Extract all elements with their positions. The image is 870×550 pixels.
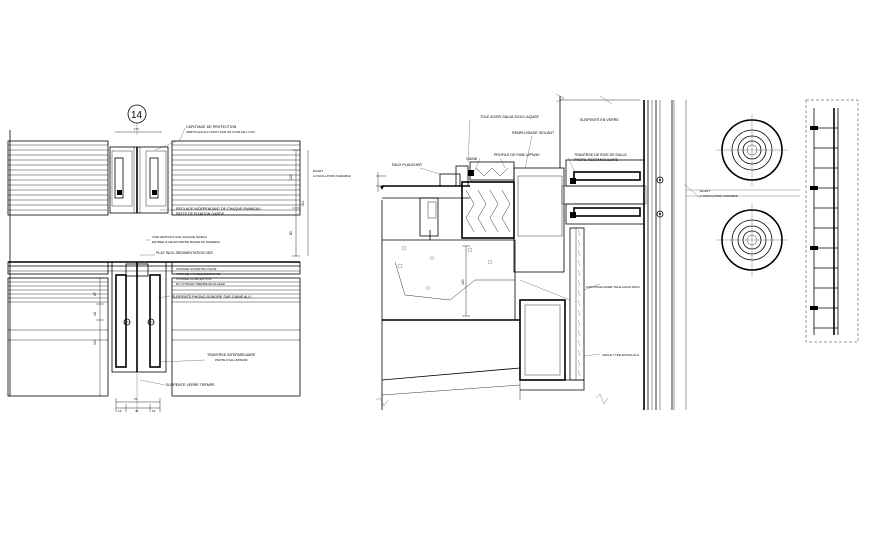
- label-gaine: GAINE: [466, 157, 478, 161]
- label-ecart-left: ECART: [313, 169, 323, 173]
- label-patte: PATTE DE FIXATION GARDE: [176, 212, 225, 216]
- label-vitrage-stadip: VITRAGE STADIP 88-2 SGNF: [176, 267, 217, 271]
- dim-v2: 16: [93, 312, 97, 316]
- break-line-left: [375, 397, 389, 407]
- label-entree: ENTREE D'AIR EN PARTIE BASSE DU PANNEAU: [152, 240, 220, 244]
- lower-capotage: [519, 227, 585, 400]
- label-angle: ANGLE TYPE ADVIGA ALU: [602, 353, 639, 357]
- label-tole: TOLE ACIER GALVA 20/10 LAQUEE: [480, 115, 540, 119]
- label-profil-rect: PROFIL RECTANGULAIRE: [574, 158, 619, 162]
- ladder-elevation: [805, 99, 859, 343]
- dim-bottom-total: 70: [134, 397, 138, 401]
- left-leaders: [139, 127, 206, 386]
- dim-total: 911: [301, 200, 305, 206]
- right-dimension-chain: 120 80 911: [289, 149, 309, 257]
- label-suspente-verre: SUSPENTE VERRE TREMPE: [166, 383, 215, 387]
- transom-frame: [513, 159, 647, 273]
- label-ecart-left-sub: A OSCILLATION VARIABLE: [313, 174, 351, 178]
- right-lower-panel: [171, 277, 301, 397]
- left-section-detail: 14 171: [7, 104, 351, 413]
- right-upper-panel: [171, 140, 301, 216]
- label-reglage: REGLAGE INDEPENDANT DE CHAQUE PANNEAU: [176, 207, 261, 211]
- label-traverse-rive: TRAVERSE DE RIVE DE DALLE: [574, 153, 627, 157]
- label-suspente-phono: SUSPENTE PHONO-SONORE SUR GAINE ALU: [172, 295, 251, 299]
- label-capotage-sub: VERTICALE DU CAPOT SUR UN COTE DE L'OUV.: [186, 130, 256, 134]
- dim-h2: 80: [289, 231, 293, 235]
- label-vitrage-clair: VITRAGE CLAIR ep=?mm: [176, 277, 212, 281]
- middle-section-detail: 120 TOLE ACIER GALVA 20/10 LAQUEE FAUX P…: [375, 93, 738, 410]
- insulation-block: [461, 161, 515, 239]
- dim-b1: 13: [118, 409, 122, 413]
- left-dimension-chain: 27 16 110: [93, 277, 104, 396]
- middle-leaders: [419, 119, 701, 357]
- glass-wall: [643, 100, 675, 410]
- upper-mullion: [109, 146, 169, 214]
- dim-v1: 27: [93, 292, 97, 296]
- label-ecart-mid: ECART: [700, 189, 710, 193]
- label-profile-pliee: PROFILE DE FIME U/PN/40: [494, 153, 540, 157]
- label-faux-plancher: FAUX PLANCHER: [392, 163, 422, 167]
- right-elevation-detail: [686, 99, 859, 343]
- dim-v3: 110: [93, 339, 97, 345]
- top-structure: [555, 93, 687, 410]
- label-plat: PLAT INOX-SEDIMENTATION VED: [156, 251, 213, 255]
- label-traverse-sub: PORTE D'ALLUMINIUM: [215, 358, 248, 362]
- label-remplissage: REMPLISSAGE ISOLANT: [512, 131, 555, 135]
- label-vise: VISE VENTOUS SUR CHAQUE NIVEAU: [152, 235, 207, 239]
- label-traverse: TRAVERSE INTERMEDIAIRE: [207, 353, 256, 357]
- label-vitrage-stadip2: VITRAGE A FAIBLE EMISSIVITE: [176, 272, 220, 276]
- left-lower-panel: [7, 277, 109, 397]
- bottom-dimension-chain: 70 13 45 13: [115, 372, 161, 413]
- dim-b2: 45: [135, 409, 139, 413]
- label-vitrage-clair2: DU VITRAGE TREMPE EN ALLEGE: [176, 282, 225, 286]
- left-upper-panel: [7, 140, 109, 216]
- dim-h1: 120: [289, 174, 293, 180]
- label-capotage-acier: CAPOTAGE ACIER TOLE GALVA 20/10: [586, 285, 640, 289]
- raised-floor: [376, 165, 470, 237]
- label-suspente-verre-mid: SUSPENTE EN VERRE: [580, 118, 619, 122]
- lower-mullion: [111, 261, 167, 373]
- slab-band: [7, 261, 301, 275]
- dim-middle-120: 120: [461, 279, 465, 285]
- break-line-right: [595, 393, 609, 405]
- slab-concrete: [381, 200, 521, 410]
- grid-marker-number: 14: [131, 110, 143, 121]
- middle-dimension: 120: [461, 245, 470, 317]
- dim-b3: 13: [152, 409, 156, 413]
- dim-top: 171: [134, 127, 139, 131]
- label-capotage: CAPOTAGE DE PROTECTION: [186, 125, 237, 129]
